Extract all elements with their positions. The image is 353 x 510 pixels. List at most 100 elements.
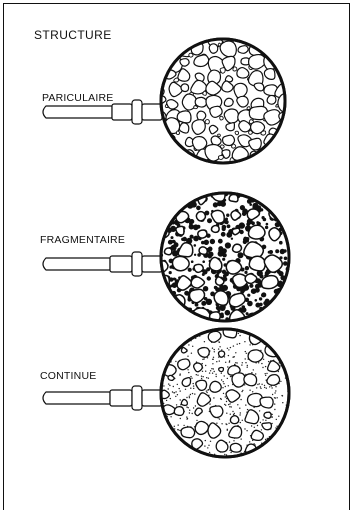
grain	[218, 155, 223, 159]
grain	[287, 121, 292, 125]
grain	[245, 274, 257, 284]
grain	[210, 106, 222, 117]
magnifier-lens-particulaire	[148, 28, 294, 163]
grain	[150, 124, 163, 136]
grain	[166, 44, 175, 52]
grain	[261, 276, 278, 289]
grain	[160, 142, 165, 147]
grain	[278, 150, 289, 161]
grain	[192, 120, 205, 135]
grain	[197, 31, 205, 38]
grain	[277, 135, 280, 138]
grain	[235, 131, 239, 135]
grain	[238, 46, 248, 54]
grain	[289, 146, 293, 150]
grain	[279, 59, 294, 73]
grain	[209, 44, 218, 53]
grain	[261, 131, 266, 135]
grain	[262, 39, 267, 44]
grain	[226, 261, 241, 275]
grain	[151, 150, 163, 161]
grain	[262, 423, 272, 430]
grain	[232, 144, 236, 148]
grain	[218, 351, 224, 357]
grain	[198, 230, 207, 238]
magnifier-handle-fragmentaire	[43, 252, 162, 276]
grain	[219, 367, 224, 371]
magnifier-lens-fragmentaire	[154, 187, 295, 327]
grain	[183, 32, 192, 41]
grain	[154, 207, 171, 223]
grain	[280, 137, 288, 145]
grain	[181, 84, 189, 92]
grain	[162, 54, 165, 57]
grain	[195, 421, 208, 434]
grain	[181, 329, 187, 335]
grain	[214, 291, 228, 305]
grain	[269, 445, 277, 454]
grain	[168, 375, 174, 380]
grain	[203, 91, 207, 95]
grain	[169, 33, 177, 42]
grain	[277, 28, 291, 42]
grain	[226, 123, 235, 131]
grain	[249, 225, 265, 239]
magnifier-lens-continue	[158, 326, 292, 459]
grain	[244, 374, 257, 386]
grain	[181, 427, 195, 438]
grain	[196, 212, 205, 221]
grain	[211, 226, 219, 233]
grain	[205, 120, 209, 124]
grain	[285, 51, 290, 56]
grain	[151, 134, 163, 146]
grain	[177, 111, 191, 123]
grain	[174, 407, 184, 416]
grain	[164, 248, 171, 255]
grain	[260, 397, 273, 408]
grain	[195, 97, 207, 107]
grain	[210, 381, 221, 392]
grain	[230, 443, 241, 452]
grain	[251, 29, 267, 43]
grain	[224, 98, 233, 106]
grain	[159, 343, 169, 351]
magnifier-handle-particulaire	[43, 100, 162, 124]
grain	[182, 378, 190, 387]
grain	[230, 416, 238, 424]
grain	[151, 45, 163, 56]
grain	[264, 412, 271, 418]
grain	[266, 33, 280, 46]
grain	[265, 146, 281, 163]
grain	[159, 306, 174, 318]
grain	[218, 134, 221, 137]
grain	[164, 440, 171, 447]
grain	[158, 292, 167, 301]
grain	[194, 363, 203, 372]
grain	[277, 44, 288, 53]
grain	[176, 226, 184, 235]
grain	[179, 123, 188, 133]
grain	[237, 30, 247, 39]
grain	[199, 247, 207, 254]
grain	[180, 59, 189, 66]
grain	[176, 131, 179, 135]
grain	[172, 256, 189, 270]
grain	[269, 312, 280, 320]
grain	[269, 228, 280, 241]
grain	[198, 348, 209, 358]
grain	[268, 187, 285, 207]
grain	[192, 160, 195, 163]
grain	[233, 244, 242, 252]
grain	[249, 256, 265, 271]
grain	[233, 67, 237, 71]
grain	[180, 159, 184, 163]
grain	[155, 34, 163, 42]
grain	[288, 79, 291, 82]
grain	[171, 151, 179, 159]
grain	[152, 58, 163, 69]
grain	[267, 375, 280, 386]
grain	[181, 399, 187, 405]
grain	[267, 95, 276, 104]
grain	[248, 350, 263, 362]
